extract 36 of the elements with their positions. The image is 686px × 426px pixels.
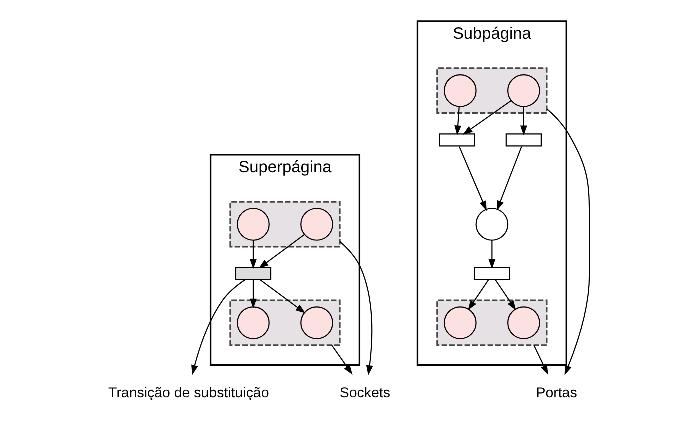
- node-text: Transição de substituição: [108, 385, 270, 402]
- node-text: Portas: [536, 385, 578, 402]
- cluster: [436, 68, 548, 114]
- arrow: [258, 234, 306, 269]
- node-box: [506, 134, 542, 147]
- node-circle: [300, 306, 334, 340]
- arrow: [495, 280, 516, 311]
- arrow: [250, 240, 257, 270]
- node-circle: [300, 208, 334, 241]
- arrow: [462, 100, 512, 135]
- node-circle: [444, 74, 477, 108]
- node-circle: [237, 208, 270, 241]
- cluster: [230, 201, 341, 248]
- node-circle: [508, 306, 540, 340]
- arrow: [260, 279, 306, 314]
- arrow: [332, 345, 353, 375]
- arrow: [340, 241, 374, 376]
- arrow: [546, 108, 590, 376]
- arrow: [250, 280, 257, 309]
- node-circle: [237, 306, 270, 340]
- arrow: [534, 345, 548, 376]
- node-box: [235, 267, 272, 280]
- arrow: [488, 240, 496, 270]
- node-circle: [476, 208, 509, 241]
- node-circle: [444, 306, 477, 340]
- arrow: [458, 146, 487, 212]
- arrow: [468, 280, 490, 311]
- arrow: [454, 106, 462, 136]
- cluster: Superpágina: [210, 154, 361, 366]
- arrow: [497, 146, 522, 211]
- node-box: [474, 267, 510, 280]
- node-text: Sockets: [340, 385, 390, 402]
- arrow: [520, 106, 528, 136]
- arrow: [192, 279, 246, 376]
- node-box: [439, 134, 476, 147]
- node-circle: [508, 74, 540, 108]
